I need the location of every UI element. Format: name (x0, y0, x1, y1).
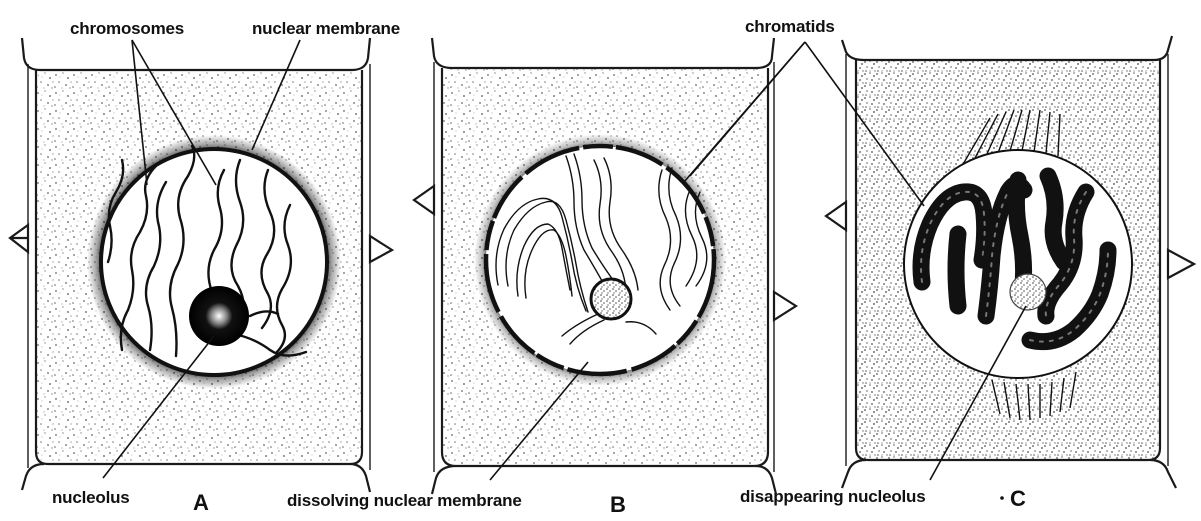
cell-c-left-junction (826, 202, 846, 230)
cell-c-right-junction (1168, 250, 1194, 278)
label-dissolving-nuclear-membrane: dissolving nuclear membrane (287, 491, 522, 510)
label-chromosomes: chromosomes (70, 19, 184, 38)
cell-b-nucleolus (591, 279, 631, 319)
cell-b (414, 38, 796, 494)
cell-a-right-junction (370, 236, 392, 262)
cell-b-right-junction (774, 292, 796, 320)
cell-c (826, 36, 1194, 488)
cell-c-nucleolus (1010, 274, 1046, 310)
label-nuclear-membrane: nuclear membrane (252, 19, 400, 38)
cell-a (10, 38, 392, 492)
panel-label-b: B (610, 492, 626, 517)
label-chromatids: chromatids (745, 17, 835, 36)
cell-b-left-junction (414, 186, 434, 214)
cell-a-left-junction (10, 225, 28, 252)
cell-c-chromosome (956, 234, 958, 306)
cell-a-nucleolus (189, 286, 249, 346)
panel-label-c: C (1010, 486, 1026, 511)
label-nucleolus: nucleolus (52, 488, 130, 507)
label-disappearing-nucleolus: disappearing nucleolus (740, 487, 925, 506)
panel-label-a: A (193, 490, 209, 515)
panel-c-dot (1000, 496, 1004, 500)
